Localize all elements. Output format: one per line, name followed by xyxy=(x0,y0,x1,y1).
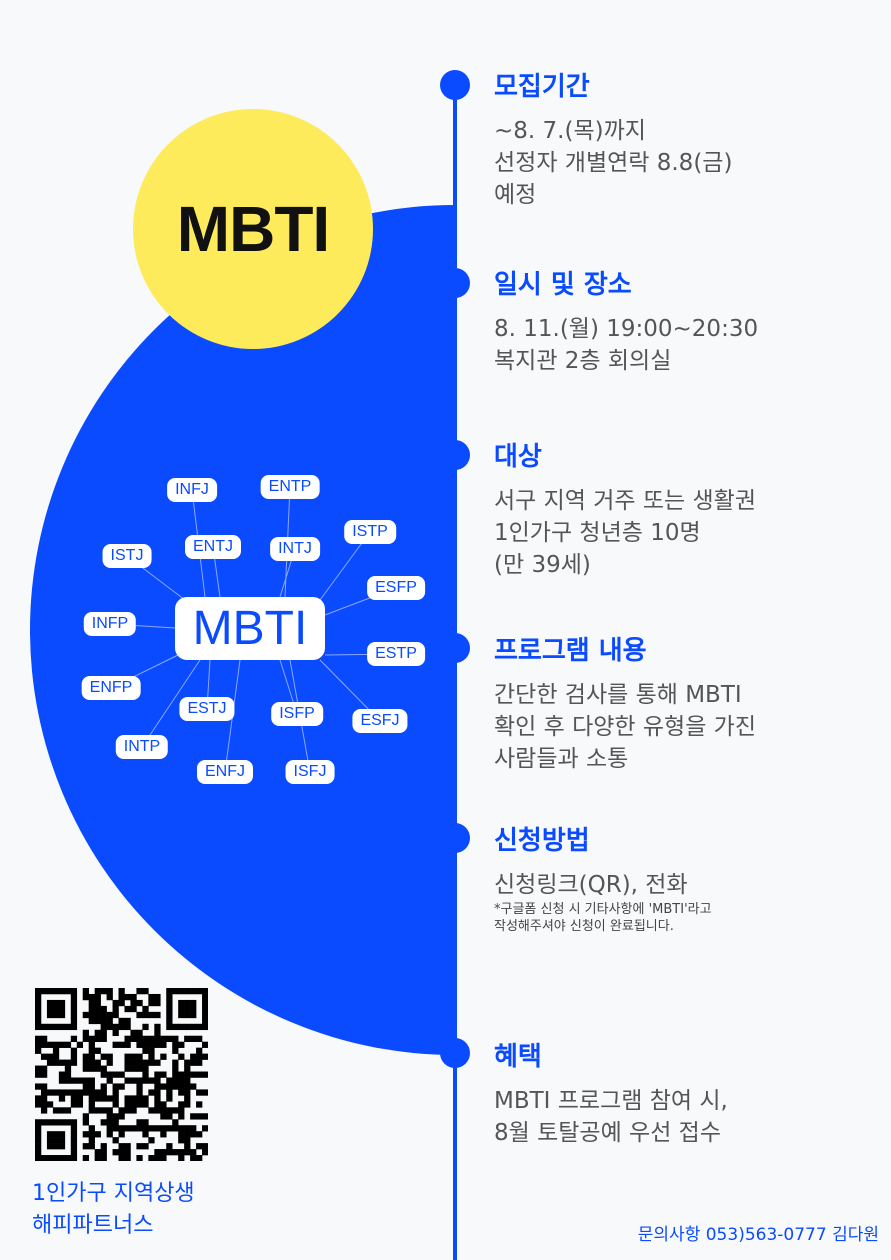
mbti-type-tag: ESFP xyxy=(367,576,425,600)
mbti-type-tag: INTJ xyxy=(270,537,320,561)
section-note: *구글폼 신청 시 기타사항에 'MBTI'라고 xyxy=(494,902,712,917)
mbti-type-tag: ENFP xyxy=(81,676,141,700)
mbti-type-tag: ISFJ xyxy=(285,760,335,784)
section-target: 대상 서구 지역 거주 또는 생활권 1인가구 청년층 10명 (만 39세) xyxy=(494,436,756,581)
section-program: 프로그램 내용 간단한 검사를 통해 MBTI 확인 후 다양한 유형을 가진 … xyxy=(494,630,756,775)
timeline-dot xyxy=(440,70,470,100)
section-line: 8. 11.(월) 19:00~20:30 xyxy=(494,316,759,342)
mbti-type-tag: ENFJ xyxy=(197,760,253,784)
organization: 1인가구 지역상생 해피파트너스 xyxy=(32,1178,195,1242)
section-note: 작성해주셔야 신청이 완료됩니다. xyxy=(494,919,674,934)
mbti-type-tag: ESTJ xyxy=(179,697,235,721)
timeline-line xyxy=(453,85,457,1260)
section-line: MBTI 프로그램 참여 시, xyxy=(494,1088,728,1114)
section-line: 사람들과 소통 xyxy=(494,746,629,772)
section-line: 예정 xyxy=(494,182,537,208)
section-line: (만 39세) xyxy=(494,552,591,578)
mbti-type-tag: ISFP xyxy=(271,702,323,726)
qr-code[interactable] xyxy=(35,988,208,1161)
mbti-type-tag: ISTJ xyxy=(102,544,152,568)
timeline-dot xyxy=(440,268,470,298)
mbti-type-tag: ENTP xyxy=(260,475,320,499)
section-line: 1인가구 청년층 10명 xyxy=(494,520,701,546)
section-line: 복지관 2층 회의실 xyxy=(494,348,672,374)
section-title: 프로그램 내용 xyxy=(494,636,647,666)
section-datetime-place: 일시 및 장소 8. 11.(월) 19:00~20:30 복지관 2층 회의실 xyxy=(494,264,758,377)
mbti-type-tag: INFJ xyxy=(167,478,217,502)
contact-info: 문의사항 053)563-0777 김다원 xyxy=(637,1225,879,1245)
org-line: 해피파트너스 xyxy=(32,1213,154,1238)
section-line: ~8. 7.(목)까지 xyxy=(494,118,646,144)
timeline-dot xyxy=(440,1038,470,1068)
section-recruit-period: 모집기간 ~8. 7.(목)까지 선정자 개별연락 8.8(금) 예정 xyxy=(494,66,732,211)
section-line: 신청링크(QR), 전화 xyxy=(494,872,688,898)
section-line: 서구 지역 거주 또는 생활권 xyxy=(494,488,757,514)
mbti-type-tag: INTP xyxy=(115,735,169,759)
section-title: 일시 및 장소 xyxy=(494,270,632,300)
section-line: 8월 토탈공예 우선 접수 xyxy=(494,1120,722,1146)
logo-text: MBTI xyxy=(176,193,330,265)
timeline-dot xyxy=(440,633,470,663)
mbti-type-tag: ISTP xyxy=(344,520,396,544)
section-line: 확인 후 다양한 유형을 가진 xyxy=(494,714,757,740)
section-apply: 신청방법 신청링크(QR), 전화 *구글폼 신청 시 기타사항에 'MBTI'… xyxy=(494,820,712,935)
mbti-type-tag: ENTJ xyxy=(185,535,241,559)
mbti-type-tag: INFP xyxy=(83,612,137,636)
section-line: 선정자 개별연락 8.8(금) xyxy=(494,150,733,176)
section-line: 간단한 검사를 통해 MBTI xyxy=(494,682,742,708)
mbti-center-label: MBTI xyxy=(175,597,325,660)
timeline-dot xyxy=(440,440,470,470)
mbti-type-tag: ESTP xyxy=(367,642,425,666)
org-line: 1인가구 지역상생 xyxy=(32,1181,195,1206)
section-title: 신청방법 xyxy=(494,826,590,856)
mbti-type-tag: ESFJ xyxy=(352,709,408,733)
logo-circle: MBTI xyxy=(133,109,373,349)
connector-line xyxy=(141,659,201,748)
section-title: 대상 xyxy=(494,442,542,472)
timeline-dot xyxy=(440,823,470,853)
section-title: 혜택 xyxy=(494,1042,542,1072)
section-benefit: 혜택 MBTI 프로그램 참여 시, 8월 토탈공예 우선 접수 xyxy=(494,1036,728,1149)
section-title: 모집기간 xyxy=(494,72,590,102)
